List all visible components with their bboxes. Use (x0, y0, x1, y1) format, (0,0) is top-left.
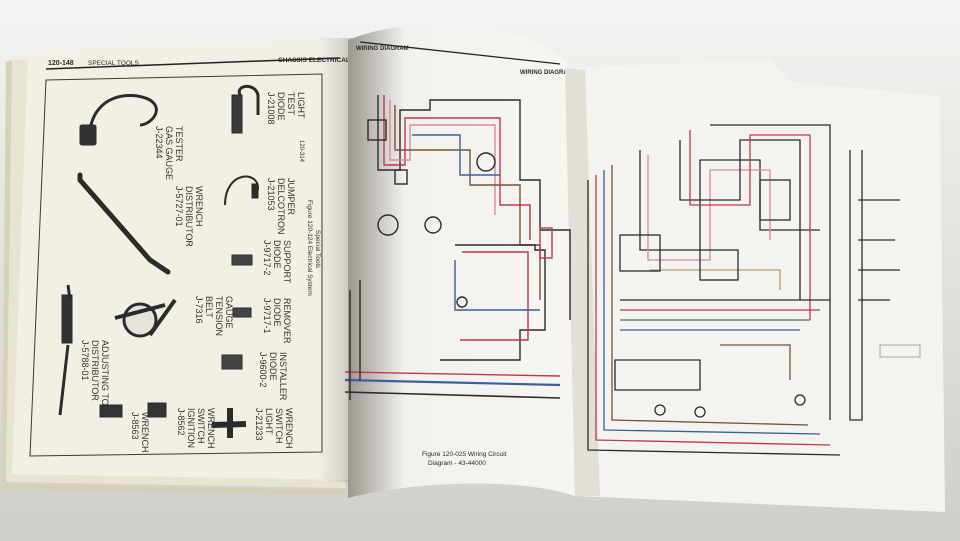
tool-figure-frame (29, 73, 323, 457)
tool-label-7a: J-9717-1 (262, 298, 272, 334)
tool-label-1b: GAS GAUGE (164, 126, 174, 180)
tool-label-5c: SUPPORT (282, 240, 292, 284)
tool-label-7c: REMOVER (282, 298, 292, 344)
tool-illustrations (58, 84, 260, 438)
tool-label-2c: TEST (286, 92, 296, 116)
tool-label-8b: DISTRIBUTOR (90, 340, 100, 401)
tool-label-5a: J-9717-2 (262, 240, 272, 276)
tool-label-3b: DISTRIBUTOR (184, 186, 194, 247)
tool-label-8c: ADJUSTING TOOL (100, 340, 110, 418)
tool-label-10b: WRENCH (140, 412, 150, 453)
tool-label-1c: TESTER (174, 126, 184, 162)
tool-label-4a: J-21053 (266, 178, 276, 211)
wiring-right-section (587, 124, 921, 456)
tool-label-4b: DELCOTRON (276, 178, 286, 235)
tool-label-3c: WRENCH (194, 186, 204, 227)
tool-label-9a: J-9600-2 (258, 352, 268, 388)
right-header-right: WIRING DIAGRAM (520, 70, 573, 76)
foldout-sheet (565, 60, 945, 512)
tool-label-6b: BELT (204, 296, 214, 318)
tool-label-12d: WRENCH (284, 408, 294, 449)
tool-label-3a: J-5727-01 (174, 186, 184, 227)
figure-caption-left-2: Special Tools (314, 230, 321, 269)
tool-label-11c: SWITCH (196, 408, 206, 444)
foldout-shadow (565, 68, 600, 496)
left-page-number: 120-148 (48, 60, 74, 67)
tool-label-11d: WRENCH (206, 408, 216, 449)
tool-label-7b: DIODE (272, 298, 282, 327)
wiring-left-section (344, 95, 571, 400)
right-page-header: WIRING DIAGRAM WIRING DIAGRAM (356, 41, 573, 76)
tool-label-2a: J-21008 (266, 92, 276, 125)
figure-caption-left-1: Figure 120-124 Electrical System (306, 200, 313, 296)
left-page-chapter: CHASSIS ELECTRICAL (278, 57, 350, 64)
tool-label-12c: SWITCH (274, 408, 284, 444)
side-code: 120-314 (298, 140, 304, 163)
tool-label-2d: LIGHT (296, 92, 306, 119)
right-page (348, 23, 575, 498)
tool-label-6a: J-7316 (194, 296, 204, 324)
right-header-left: WIRING DIAGRAM (356, 46, 409, 52)
left-page (12, 38, 352, 480)
right-figure-caption: Figure 120-025 Wiring Circuit Diagram - … (422, 451, 507, 467)
tool-label-11a: J-8562 (176, 408, 186, 436)
tool-label-4c: JUMPER (286, 178, 296, 216)
tool-label-6c: TENSION (214, 296, 224, 336)
tool-label-2b: DIODE (276, 92, 286, 121)
tool-label-12b: LIGHT (264, 408, 274, 435)
tool-label-1a: J-22344 (154, 126, 164, 159)
tool-labels: J-22344 GAS GAUGE TESTER J-21008 DIODE T… (80, 92, 321, 453)
tool-label-5b: DIODE (272, 240, 282, 269)
tool-label-6d: GAUGE (224, 296, 234, 329)
right-caption-line-2: Diagram - 43-44000 (428, 460, 486, 467)
tool-label-10a: J-8563 (130, 412, 140, 440)
tool-label-8a: J-5788-01 (80, 340, 90, 381)
tool-label-11b: IGNITION (186, 408, 196, 448)
tool-label-9c: INSTALLER (278, 352, 288, 401)
left-page-section: SPECIAL TOOLS (88, 60, 139, 67)
right-caption-line-1: Figure 120-025 Wiring Circuit (422, 451, 507, 458)
tool-label-9b: DIODE (268, 352, 278, 381)
left-page-header: 120-148 SPECIAL TOOLS CHASSIS ELECTRICAL (45, 57, 350, 70)
tool-label-12a: J-21233 (254, 408, 264, 441)
